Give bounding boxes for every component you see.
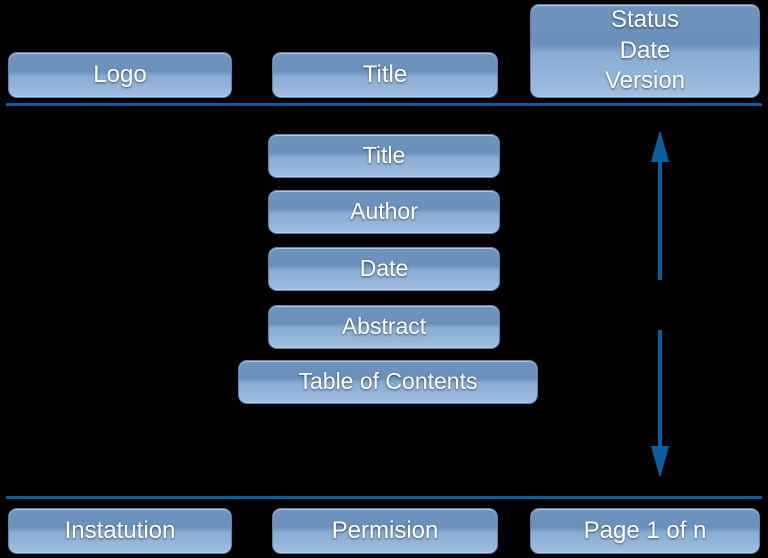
body-block-author-label: Author (350, 198, 418, 225)
body-block-table-of-contents[interactable]: Table of Contents (238, 360, 538, 404)
body-block-author[interactable]: Author (268, 190, 500, 234)
double-arrow-icon (651, 130, 669, 478)
header-status-label: Status Date Version (604, 5, 686, 95)
body-block-title[interactable]: Title (268, 134, 500, 178)
footer-divider-rule (6, 496, 762, 499)
arrow-shaft-upper (658, 158, 662, 280)
body-block-abstract[interactable]: Abstract (268, 305, 500, 349)
body-block-table-of-contents-label: Table of Contents (298, 368, 478, 395)
body-block-date[interactable]: Date (268, 247, 500, 291)
body-block-date-label: Date (359, 255, 409, 282)
body-extent-arrow (648, 128, 672, 480)
body-block-abstract-label: Abstract (341, 313, 427, 340)
header-status-box[interactable]: Status Date Version (530, 4, 760, 98)
footer-page-number-box[interactable]: Page 1 of n (530, 508, 760, 554)
footer-institution-box[interactable]: Instatution (8, 508, 232, 554)
footer-institution-label: Instatution (64, 516, 176, 544)
header-title-label: Title (362, 60, 408, 88)
header-divider-rule (6, 103, 762, 106)
footer-permission-label: Permision (331, 516, 439, 544)
body-block-title-label: Title (362, 142, 406, 169)
arrow-head-down-icon (651, 446, 669, 478)
header-logo-box[interactable]: Logo (8, 52, 232, 98)
footer-page-number-label: Page 1 of n (583, 516, 707, 544)
arrow-shaft-lower (658, 330, 662, 450)
header-title-box[interactable]: Title (272, 52, 498, 98)
arrow-head-up-icon (651, 130, 669, 162)
footer-permission-box[interactable]: Permision (272, 508, 498, 554)
header-logo-label: Logo (93, 60, 147, 88)
